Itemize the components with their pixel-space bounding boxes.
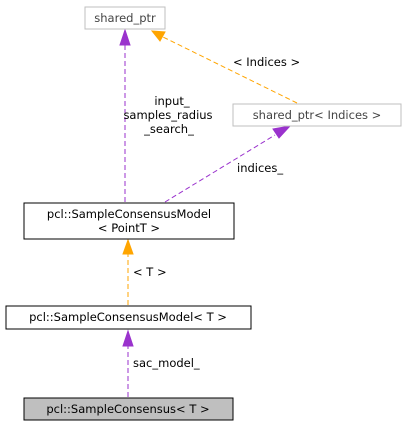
edge-indices-member-label: indices_ bbox=[237, 161, 283, 175]
node-sample-consensus-model-t[interactable]: pcl::SampleConsensusModel< T > bbox=[5, 305, 252, 330]
edge-template-t: < T > bbox=[122, 238, 167, 305]
node-shared-ptr-label: shared_ptr bbox=[94, 11, 156, 25]
edge-sac-model-label: sac_model_ bbox=[133, 356, 200, 370]
edge-sac-model: sac_model_ bbox=[122, 329, 200, 397]
edge-input-samples-label-line3: _search_ bbox=[143, 122, 194, 136]
node-sample-consensus-model-t-label: pcl::SampleConsensusModel< T > bbox=[29, 310, 227, 324]
edge-indices-member-arrowhead bbox=[272, 125, 292, 139]
node-sample-consensus-t[interactable]: pcl::SampleConsensus< T > bbox=[23, 397, 234, 421]
node-sample-consensus-model-pointt[interactable]: pcl::SampleConsensusModel < PointT > bbox=[23, 202, 235, 240]
node-shared-ptr[interactable]: shared_ptr bbox=[84, 6, 166, 30]
edge-input-samples: input_ samples_radius _search_ bbox=[119, 28, 213, 202]
edge-indices-member-line bbox=[164, 134, 276, 203]
edge-indices-template-label: < Indices > bbox=[233, 55, 300, 69]
node-shared-ptr-indices[interactable]: shared_ptr< Indices > bbox=[232, 103, 402, 127]
node-shared-ptr-indices-label: shared_ptr< Indices > bbox=[253, 108, 382, 122]
node-sample-consensus-t-label: pcl::SampleConsensus< T > bbox=[46, 402, 209, 416]
edge-indices-template-line bbox=[162, 36, 298, 104]
edge-template-t-arrowhead bbox=[122, 238, 134, 255]
edge-indices-template: < Indices > bbox=[150, 30, 300, 104]
edge-indices-template-arrowhead bbox=[150, 30, 166, 42]
edge-template-t-label: < T > bbox=[133, 265, 167, 279]
edge-input-samples-label-line1: input_ bbox=[154, 94, 190, 108]
edge-input-samples-arrowhead bbox=[119, 28, 131, 46]
edge-indices-member: indices_ bbox=[164, 125, 292, 203]
node-sample-consensus-model-pointt-line2: < PointT > bbox=[98, 221, 160, 235]
edge-sac-model-arrowhead bbox=[122, 329, 134, 347]
edge-input-samples-label-line2: samples_radius bbox=[123, 108, 212, 122]
node-sample-consensus-model-pointt-line1: pcl::SampleConsensusModel bbox=[47, 207, 211, 221]
